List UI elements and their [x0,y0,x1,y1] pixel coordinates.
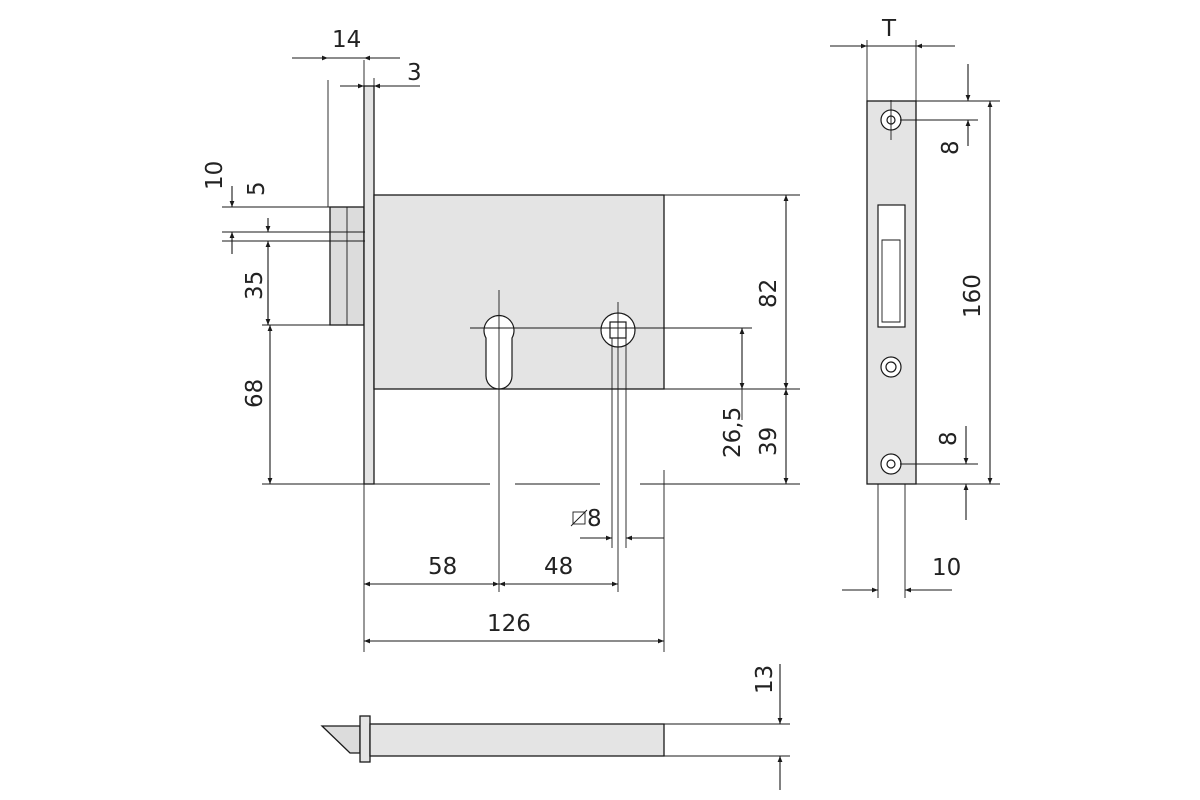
dim-T-label: T [881,16,897,42]
dim-8-square-label: 8 [587,506,602,532]
bolt-slot [877,204,906,328]
front-view: 14 3 10 5 35 68 82 39 26,5 8 [202,27,800,652]
dim-14-label: 14 [332,27,361,53]
dim-39-label: 39 [756,427,782,456]
dim-3-label: 3 [407,60,422,86]
dim-35-label: 35 [242,271,268,300]
dim-10-side-label: 10 [932,555,961,581]
dim-13-label: 13 [752,665,778,694]
square-drive-icon [570,509,588,527]
dim-8-bottom-label: 8 [936,431,962,446]
dim-48-label: 48 [544,554,573,580]
lock-case [373,194,665,390]
dim-160-label: 160 [960,274,986,318]
bolt-flange [359,715,371,763]
bolt-shaft [369,723,665,757]
dim-82-label: 82 [756,279,782,308]
dim-68-label: 68 [242,379,268,408]
dim-10-label: 10 [202,161,228,190]
side-view: T 8 160 8 10 [830,16,1000,598]
faceplate [363,85,375,485]
dim-58-label: 58 [428,554,457,580]
dim-26-5-label: 26,5 [720,407,746,458]
bolt-hook [320,725,361,754]
dim-126-label: 126 [487,611,531,637]
dim-5-label: 5 [244,181,270,196]
bolt-view: 13 [320,664,790,790]
dim-8-top-label: 8 [938,140,964,155]
